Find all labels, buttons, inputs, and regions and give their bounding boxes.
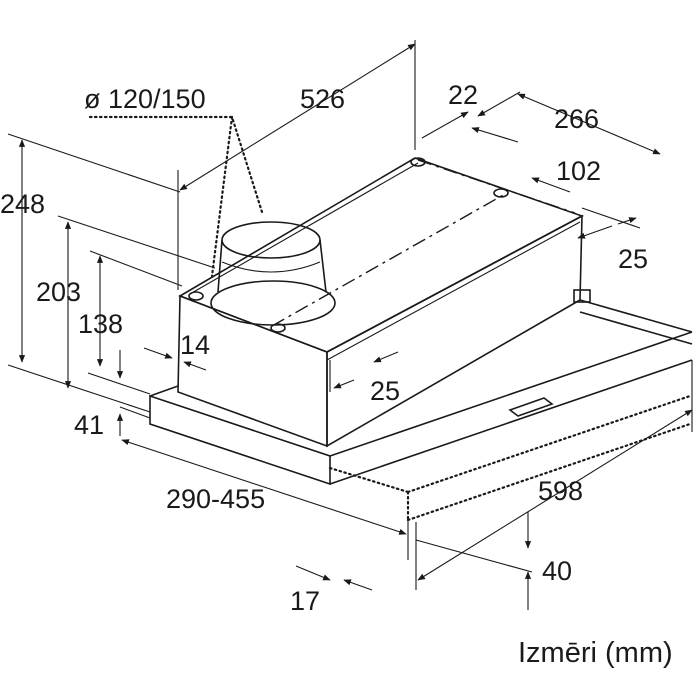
ext-line [89,250,183,287]
dim-line-17 [295,565,331,581]
mounting-hole [493,188,509,198]
collar-sides [217,239,327,293]
dim-line-25-right [577,225,613,239]
duct-leader-b [210,115,234,278]
visor-front [149,394,331,486]
mounting-hole [188,291,204,301]
visor-top-edge [329,331,693,457]
visor-edge [149,385,179,397]
rail-bracket [573,289,591,303]
label-41: 41 [74,410,104,440]
dim-line-25-front-b [333,379,355,389]
centerline-top [271,193,506,327]
dim-line-22 [421,111,469,139]
label-25-front: 25 [370,376,400,406]
hood-front-face [177,294,328,448]
duct-leader [88,115,264,214]
control-slider [508,397,554,417]
ext-line [7,364,151,413]
dim-line-22b [477,91,521,117]
dim-line-598 [417,409,693,581]
label-598: 598 [538,476,583,506]
dim-line-290-455 [121,439,407,535]
label-266: 266 [554,104,599,134]
ext-line [87,372,151,395]
collar-flange [210,280,336,326]
label-102: 102 [556,156,601,186]
label-duct-diameter: ø 120/150 [84,84,206,114]
label-203: 203 [36,277,81,307]
ext-line [581,207,641,229]
rail-edge-lower [579,311,693,345]
dim-line-526 [179,43,416,191]
dim-line-22c [471,127,519,143]
ext-line [119,406,151,419]
label-290-455: 290-455 [166,484,265,514]
ext-line [57,215,216,269]
dim-line-14b [183,361,207,371]
dimension-lines [18,43,693,610]
dim-line-40c [415,539,533,573]
dim-line-17b [343,579,373,591]
dim-line-102 [531,177,571,193]
mounting-hole [270,323,286,333]
collar-top [221,221,321,259]
dim-line-25-front [373,351,399,363]
collar-ring [221,261,321,273]
duct-collar [210,221,336,326]
label-526: 526 [300,84,345,114]
hood-side-edge [326,221,581,361]
dim-line-266 [517,93,661,155]
rail-edge [579,299,693,333]
label-25-right: 25 [618,244,648,274]
dimension-labels: ø 120/150 526 22 266 102 25 248 203 138 … [0,80,673,669]
centerline-rear [417,159,576,214]
label-248: 248 [0,189,45,219]
label-40: 40 [542,556,572,586]
label-14: 14 [180,330,210,360]
label-138: 138 [78,309,123,339]
dim-line-25-right-b [617,217,637,225]
ext-line [7,133,181,193]
extension-lines [7,40,693,590]
caption-dimensions-unit: Izmēri (mm) [518,637,673,669]
label-17: 17 [290,586,320,616]
dim-line-14 [143,347,173,359]
label-22: 22 [448,80,478,110]
